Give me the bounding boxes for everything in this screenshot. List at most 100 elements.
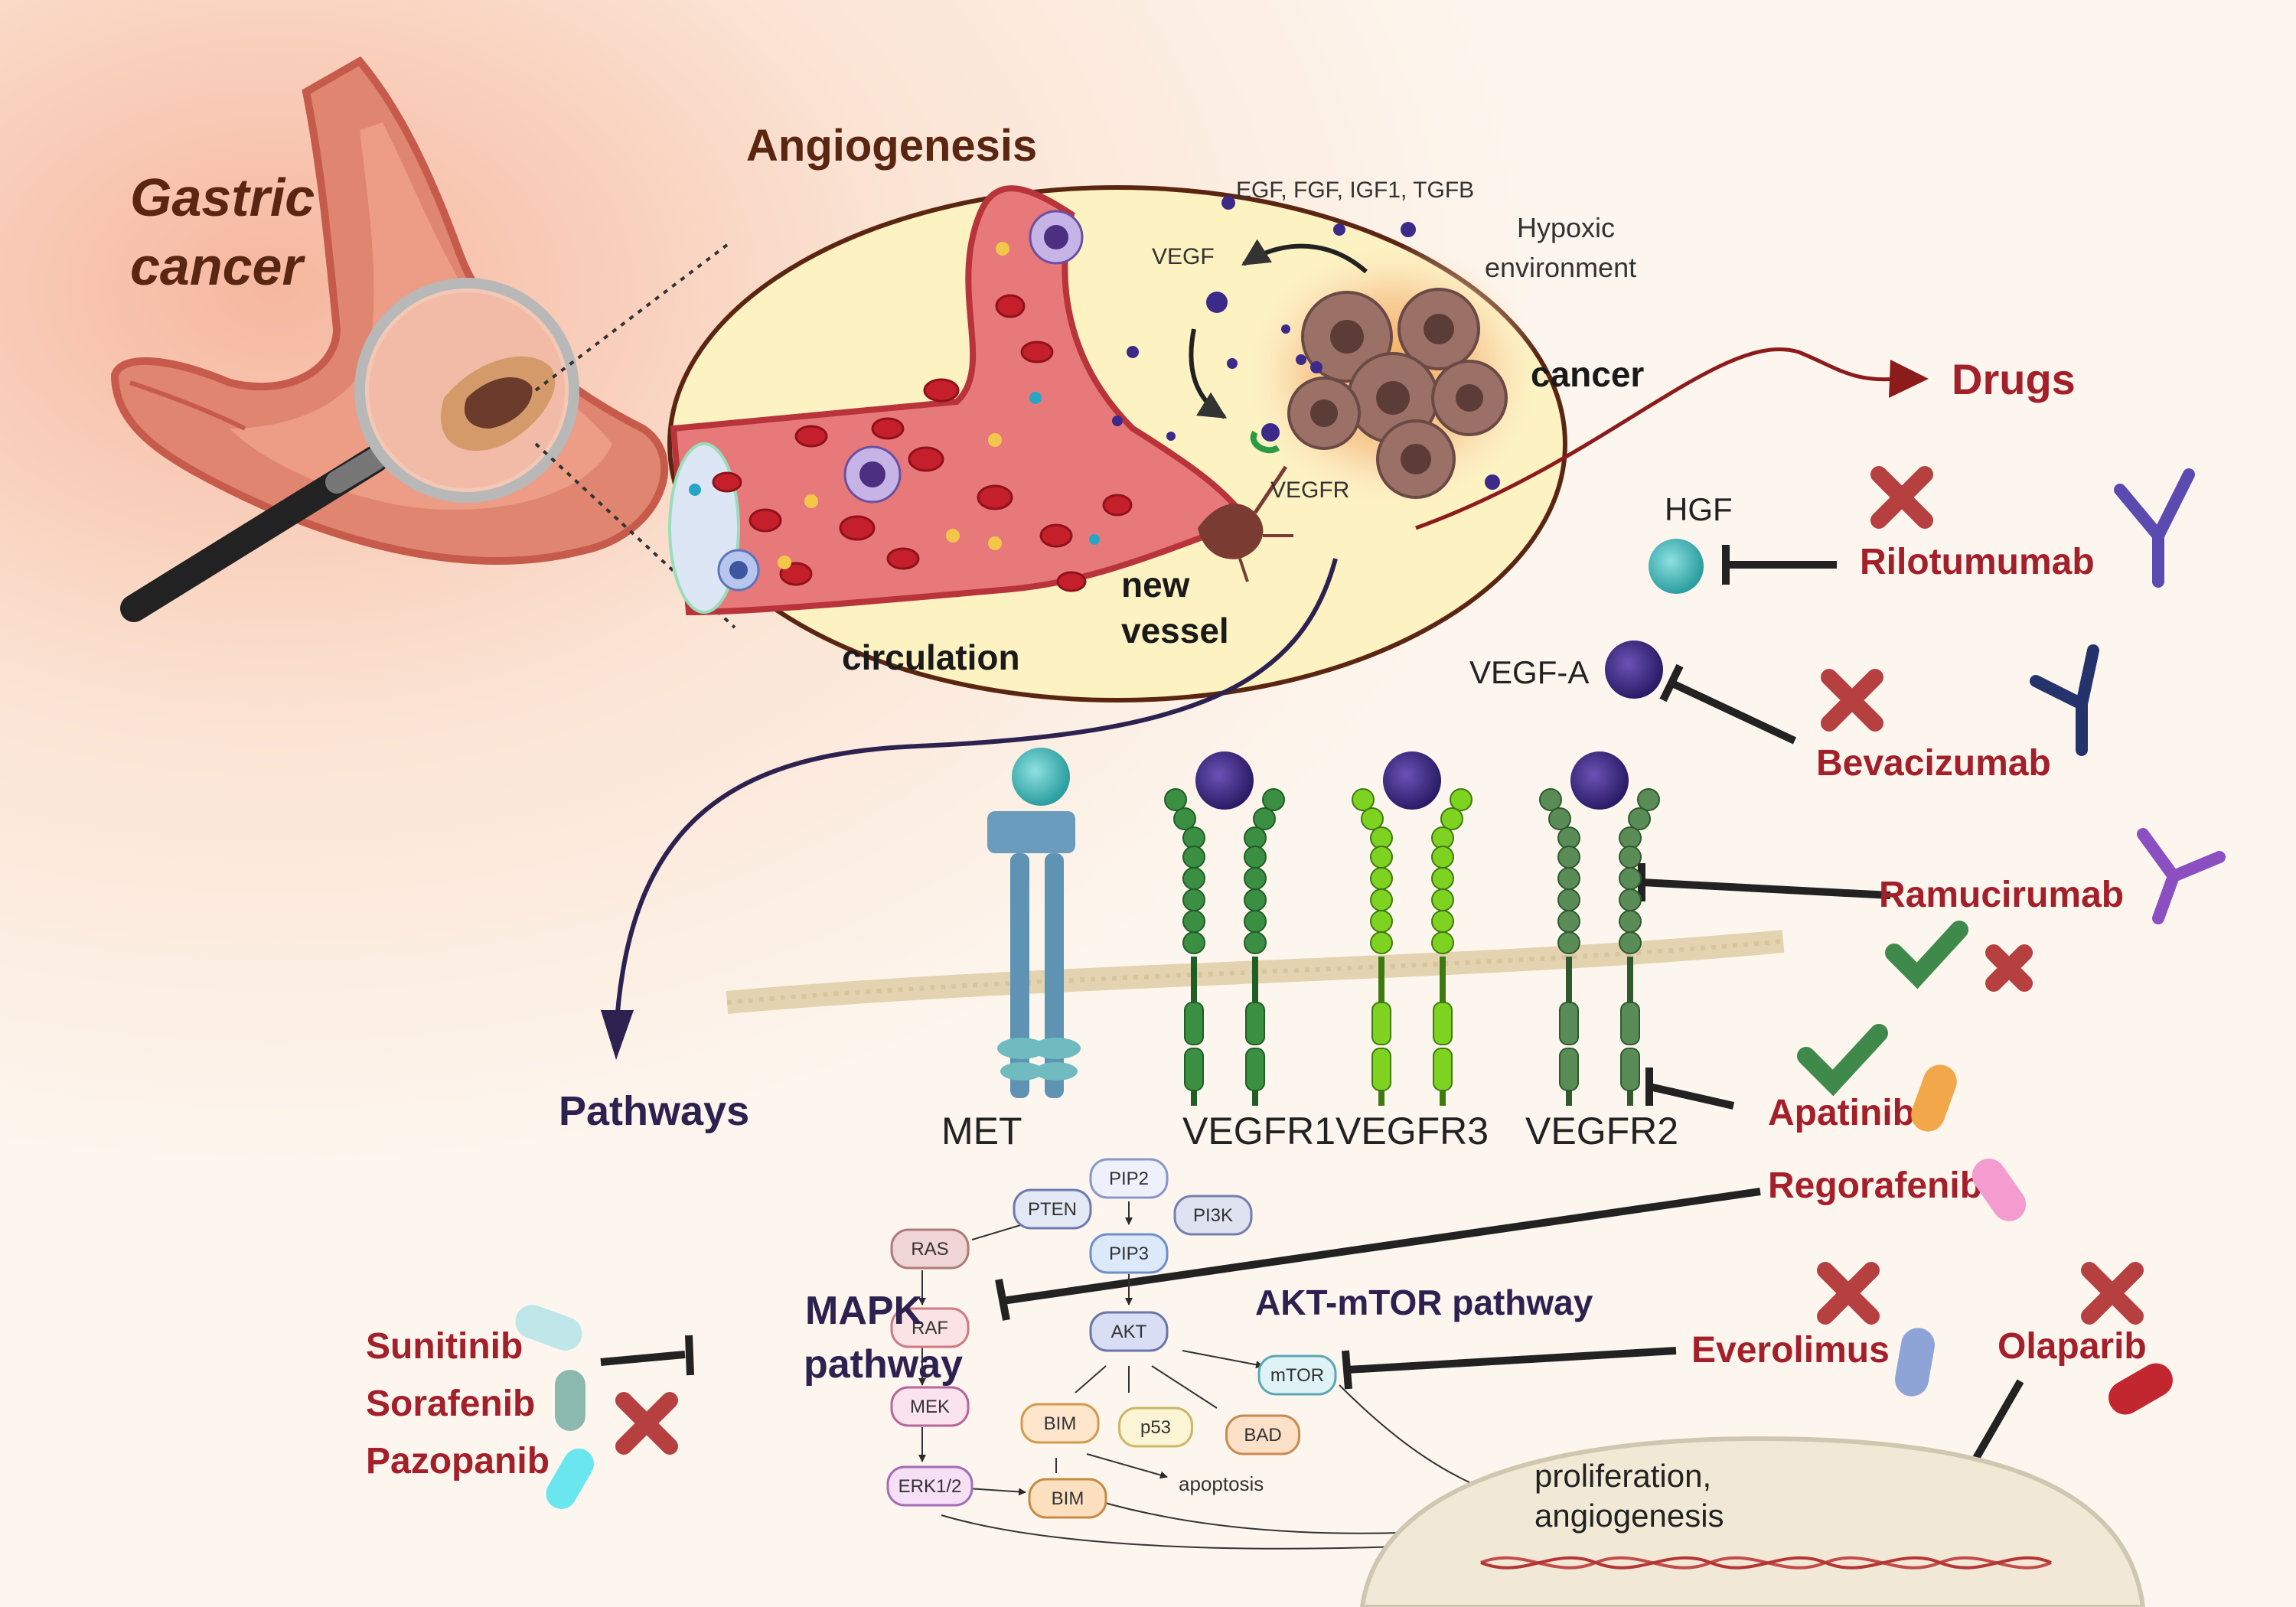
- cancer-label: cancer: [1531, 354, 1644, 394]
- node-ras-label: RAS: [911, 1239, 948, 1260]
- vegfr2-ligand-icon: [1570, 751, 1629, 810]
- blood-vessel: [668, 185, 1253, 616]
- node-mtor: mTOR: [1257, 1354, 1337, 1396]
- node-ras: RAS: [890, 1228, 970, 1270]
- drug-sunitinib: Sunitinib: [366, 1326, 523, 1367]
- growth-factors-label: EGF, FGF, IGF1, TGFB: [1236, 178, 1474, 203]
- drug-regorafenib: Regorafenib: [1768, 1165, 1982, 1206]
- node-pi3k: PI3K: [1173, 1195, 1253, 1236]
- drug-rilotumumab: Rilotumumab: [1860, 542, 2095, 582]
- node-raf: RAF: [890, 1307, 970, 1348]
- dna-strand-2: [1480, 1556, 2052, 1570]
- drugs-arrow-line: [1415, 347, 1899, 530]
- ramucirumab-inhibit-line: [1641, 878, 1891, 899]
- node-pip2-label: PIP2: [1109, 1169, 1149, 1189]
- hgf-ligand-icon: [1649, 539, 1704, 594]
- node-p53: p53: [1118, 1407, 1193, 1448]
- mapk-inhibit-bar: [685, 1335, 694, 1376]
- mapk-title-line1: MAPK: [805, 1289, 923, 1333]
- bevacizumab-inhibit-bar: [1659, 663, 1684, 702]
- environment-label: environment: [1485, 252, 1636, 283]
- drug-everolimus: Everolimus: [1691, 1330, 1890, 1371]
- node-pip2: PIP2: [1089, 1158, 1169, 1199]
- vegf-bind-arrow: [1189, 328, 1228, 419]
- antibody-icons: [2030, 468, 2226, 924]
- zoom-line-top: [534, 243, 729, 392]
- hgf-label: HGF: [1665, 491, 1733, 527]
- node-bad: BAD: [1225, 1414, 1300, 1455]
- node-pi3k-label: PI3K: [1193, 1205, 1233, 1226]
- vessel-label: vessel: [1121, 611, 1229, 650]
- title-cancer: cancer: [130, 236, 305, 296]
- apoptosis-label: apoptosis: [1179, 1472, 1264, 1495]
- vegf-a-label: VEGF-A: [1469, 654, 1589, 690]
- node-pten: PTEN: [1013, 1188, 1092, 1230]
- mapk-inhibit-line: [600, 1351, 686, 1366]
- drugs-title: Drugs: [1952, 355, 2076, 403]
- vegf-label: VEGF: [1152, 244, 1215, 269]
- drug-ramucirumab: Ramucirumab: [1879, 875, 2124, 915]
- drug-bevacizumab: Bevacizumab: [1816, 743, 2051, 784]
- pathways-arrow-line: [614, 558, 1338, 1034]
- vegfr-label: VEGFR: [1270, 478, 1349, 503]
- title-gastric: Gastric: [130, 168, 315, 227]
- apatinib-inhibit-line: [1648, 1083, 1735, 1110]
- tip-cell-icon: [1198, 465, 1293, 582]
- magnifying-glass-icon: [120, 278, 579, 622]
- met-receptor: [987, 748, 1081, 1098]
- bevacizumab-inhibit-line: [1670, 680, 1797, 745]
- pathways-title: Pathways: [559, 1088, 749, 1134]
- node-pip3-label: PIP3: [1109, 1244, 1149, 1264]
- node-pip3: PIP3: [1089, 1233, 1169, 1274]
- node-pten-label: PTEN: [1028, 1199, 1077, 1220]
- receptor-vegfr1: [1164, 751, 1285, 1106]
- drug-sorafenib: Sorafenib: [366, 1384, 535, 1424]
- pill-icons: [515, 1064, 2173, 1509]
- akt-mtor-title: AKT-mTOR pathway: [1255, 1283, 1593, 1322]
- node-erk: ERK1/2: [886, 1465, 974, 1507]
- receptor-met-label: MET: [941, 1110, 1022, 1152]
- check-icons: [1797, 921, 1968, 1097]
- node-bim2-label: BIM: [1052, 1488, 1084, 1509]
- vegf-release-arrow: [1241, 239, 1368, 274]
- drug-apatinib: Apatinib: [1768, 1093, 1915, 1133]
- vegfr-small-icon: [1250, 423, 1280, 454]
- receptor-vegfr3-label: VEGFR3: [1336, 1110, 1489, 1152]
- regorafenib-inhibit-bar: [995, 1279, 1010, 1321]
- new-label: new: [1121, 565, 1190, 605]
- circulation-label: circulation: [842, 637, 1020, 677]
- node-bim1-label: BIM: [1044, 1413, 1077, 1434]
- node-p53-label: p53: [1140, 1417, 1171, 1438]
- receptor-vegfr1-label: VEGFR1: [1182, 1110, 1336, 1152]
- node-erk-label: ERK1/2: [899, 1476, 962, 1497]
- everolimus-inhibit-line: [1346, 1347, 1677, 1374]
- node-bim1: BIM: [1020, 1403, 1100, 1444]
- hypoxic-label: Hypoxic: [1517, 212, 1615, 243]
- pathways-arrowhead: [601, 1010, 634, 1060]
- proliferation-label: proliferation,: [1534, 1458, 1711, 1494]
- cross-icons: [615, 466, 2144, 1455]
- node-mek: MEK: [890, 1386, 970, 1427]
- vegfr1-ligand-icon: [1195, 751, 1254, 810]
- node-mtor-label: mTOR: [1270, 1365, 1324, 1386]
- node-mek-label: MEK: [910, 1397, 950, 1417]
- angiogenesis-title: Angiogenesis: [746, 121, 1037, 171]
- receptor-vegfr2: [1539, 751, 1660, 1106]
- everolimus-inhibit-bar: [1342, 1350, 1352, 1390]
- angiogenesis-outcome-label: angiogenesis: [1534, 1498, 1724, 1534]
- node-bim2: BIM: [1028, 1478, 1107, 1519]
- met-ligand-icon: [1012, 748, 1070, 806]
- drugs-arrowhead: [1889, 360, 1929, 398]
- drug-pazopanib: Pazopanib: [366, 1441, 550, 1482]
- vegfr3-ligand-icon: [1383, 751, 1441, 810]
- node-bad-label: BAD: [1244, 1425, 1281, 1446]
- receptor-vegfr2-label: VEGFR2: [1525, 1110, 1678, 1152]
- vegf-dots: [1112, 196, 1500, 490]
- drug-olaparib: Olaparib: [1998, 1326, 2147, 1367]
- node-akt: AKT: [1089, 1311, 1169, 1352]
- node-raf-label: RAF: [912, 1318, 948, 1338]
- mapk-title-line2: pathway: [804, 1342, 963, 1387]
- node-akt-label: AKT: [1111, 1322, 1147, 1342]
- vegf-a-ligand-icon: [1605, 641, 1663, 699]
